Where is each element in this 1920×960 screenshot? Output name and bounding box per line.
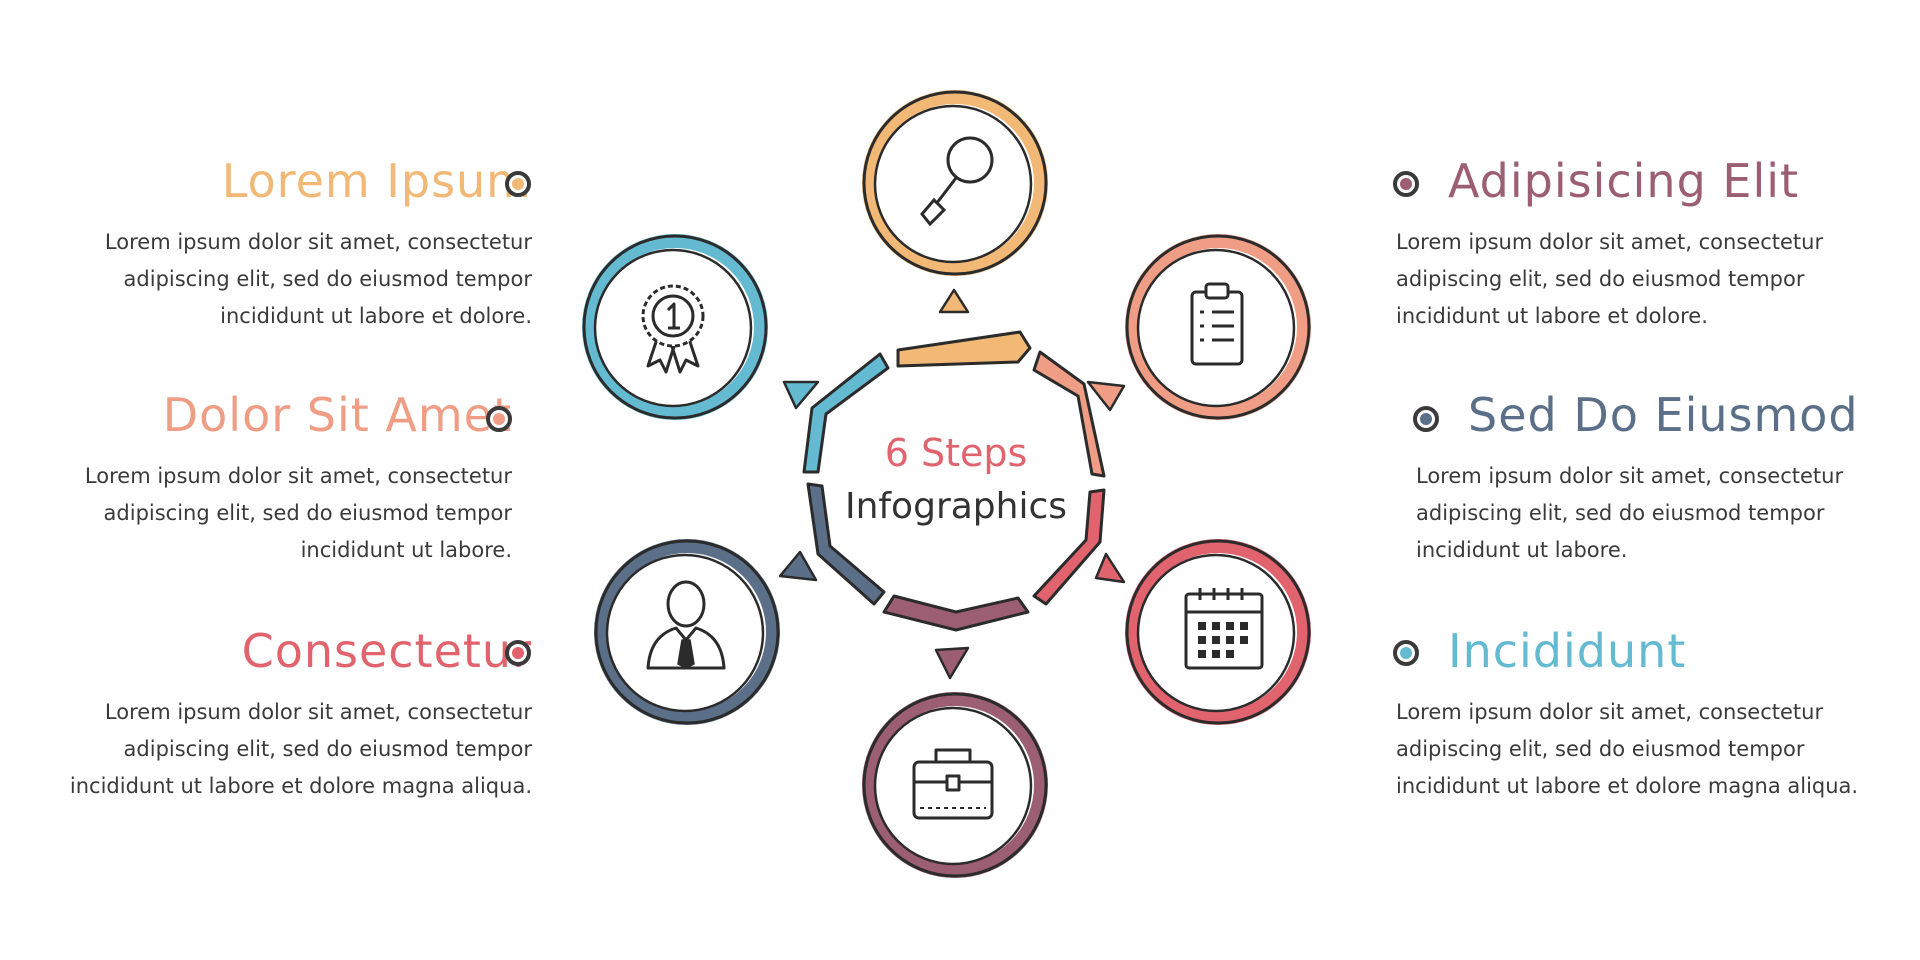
description-line: Lorem ipsum dolor sit amet, consectetur	[1396, 230, 1824, 254]
step-adipisicing-elit: Adipisicing Elit Lorem ipsum dolor sit a…	[1396, 152, 1823, 335]
calendar-icon	[1184, 588, 1264, 670]
step-title: Incididunt	[1448, 624, 1687, 678]
step-description: Lorem ipsum dolor sit amet, consectetur …	[1396, 694, 1858, 805]
center-title-line2: Infographics	[845, 486, 1067, 527]
step-title: Consectetur	[241, 624, 532, 678]
ring-segment-4	[882, 594, 1030, 632]
step-description: Lorem ipsum dolor sit amet, consectetur …	[105, 224, 532, 335]
description-line: adipiscing elit, sed do eiusmod tempor	[103, 501, 512, 525]
direction-markers	[778, 288, 1126, 680]
magnifier-icon	[920, 136, 994, 227]
icon-circle-bottom	[862, 692, 1048, 878]
step-description: Lorem ipsum dolor sit amet, consectetur …	[1416, 458, 1859, 569]
description-line: adipiscing elit, sed do eiusmod tempor	[1396, 267, 1805, 291]
award-icon	[641, 284, 705, 374]
step-title: Sed Do Eiusmod	[1468, 388, 1859, 442]
step-sed-do-eiusmod: Sed Do Eiusmod Lorem ipsum dolor sit ame…	[1416, 386, 1859, 569]
description-line: incididunt ut labore et dolore magna ali…	[69, 774, 532, 798]
icon-circle-top	[862, 90, 1048, 276]
description-line: adipiscing elit, sed do eiusmod tempor	[1416, 501, 1825, 525]
bullet-sed-do-eiusmod	[1413, 406, 1439, 432]
description-line: Lorem ipsum dolor sit amet, consectetur	[1396, 700, 1824, 724]
person-icon	[646, 580, 726, 670]
step-lorem-ipsum: Lorem Ipsum Lorem ipsum dolor sit amet, …	[105, 152, 532, 335]
step-description: Lorem ipsum dolor sit amet, consectetur …	[1396, 224, 1823, 335]
icon-circle-top-right	[1125, 234, 1311, 420]
step-consectetur: Consectetur Lorem ipsum dolor sit amet, …	[70, 622, 532, 805]
description-line: Lorem ipsum dolor sit amet, consectetur	[104, 700, 532, 724]
description-line: Lorem ipsum dolor sit amet, consectetur	[104, 230, 532, 254]
description-line: incididunt ut labore et dolore magna ali…	[1396, 774, 1859, 798]
center-ring	[802, 330, 1106, 632]
icon-circle-bottom-right	[1125, 539, 1311, 725]
bullet-consectetur	[505, 640, 531, 666]
marker-top-left	[782, 380, 820, 410]
center-title-line1: 6 Steps	[885, 431, 1028, 475]
bullet-lorem-ipsum	[505, 171, 531, 197]
ring-segment-2	[1032, 350, 1106, 478]
description-line: Lorem ipsum dolor sit amet, consectetur	[84, 464, 512, 488]
description-line: adipiscing elit, sed do eiusmod tempor	[123, 737, 532, 761]
step-title: Dolor Sit Amet	[162, 388, 512, 442]
bullet-incididunt	[1393, 640, 1419, 666]
ring-segment-6	[802, 352, 890, 474]
icon-circle-top-left	[582, 234, 768, 420]
step-title: Lorem Ipsum	[221, 154, 532, 208]
description-line: incididunt ut labore et dolore.	[220, 304, 532, 328]
marker-bottom-right	[1094, 552, 1126, 584]
ring-segment-5	[806, 482, 886, 606]
bullet-adipisicing-elit	[1393, 171, 1419, 197]
description-line: incididunt ut labore.	[300, 538, 512, 562]
bullet-dolor-sit-amet	[486, 406, 512, 432]
marker-bottom-left	[778, 550, 818, 582]
ring-segment-1	[896, 330, 1032, 368]
description-line: Lorem ipsum dolor sit amet, consectetur	[1416, 464, 1844, 488]
marker-top	[938, 288, 970, 314]
step-dolor-sit-amet: Dolor Sit Amet Lorem ipsum dolor sit ame…	[85, 386, 512, 569]
icon-circle-bottom-left	[594, 539, 780, 725]
ring-segment-3	[1032, 488, 1106, 606]
briefcase-icon	[912, 748, 994, 820]
step-description: Lorem ipsum dolor sit amet, consectetur …	[85, 458, 512, 569]
description-line: adipiscing elit, sed do eiusmod tempor	[123, 267, 532, 291]
step-title: Adipisicing Elit	[1448, 154, 1800, 208]
step-description: Lorem ipsum dolor sit amet, consectetur …	[70, 694, 532, 805]
marker-top-right	[1086, 380, 1126, 412]
step-incididunt: Incididunt Lorem ipsum dolor sit amet, c…	[1396, 622, 1858, 805]
description-line: incididunt ut labore et dolore.	[1396, 304, 1708, 328]
description-line: adipiscing elit, sed do eiusmod tempor	[1396, 737, 1805, 761]
marker-bottom	[934, 646, 970, 680]
description-line: incididunt ut labore.	[1416, 538, 1628, 562]
clipboard-icon	[1190, 282, 1244, 366]
